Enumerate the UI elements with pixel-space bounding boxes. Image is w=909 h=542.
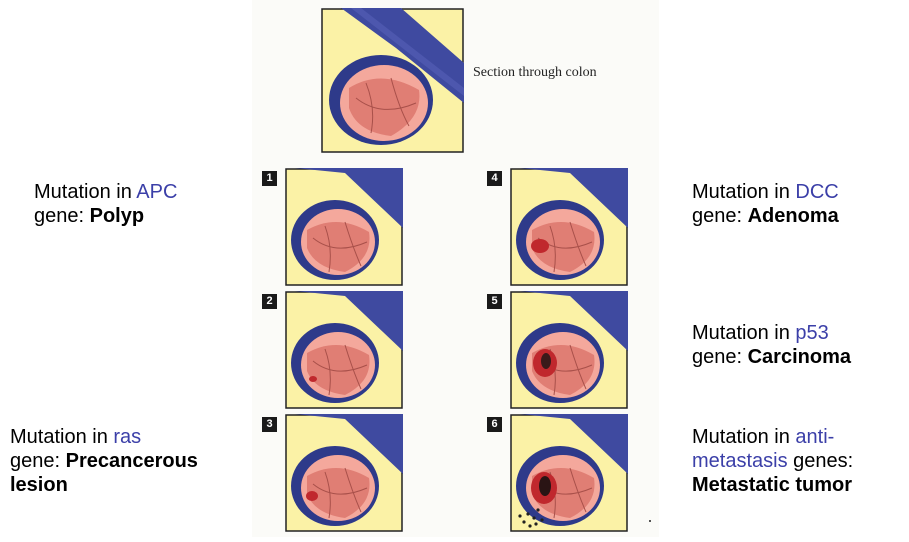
section-caption: Section through colon — [473, 65, 597, 81]
label-step-6: Mutation in anti- metastasis genes: Meta… — [692, 425, 853, 497]
label-mid: gene: — [692, 346, 748, 368]
stage-name: Carcinoma — [748, 346, 851, 368]
gene-name: p53 — [795, 322, 828, 344]
gene-name: DCC — [795, 181, 838, 203]
label-step-1: Mutation in APC gene: Polyp — [34, 180, 177, 228]
gene-name-cont: metastasis — [692, 450, 788, 472]
gene-name: APC — [136, 181, 177, 203]
label-step-3: Mutation in ras gene: Precancerous lesio… — [10, 425, 198, 497]
label-step-5: Mutation in p53 gene: Carcinoma — [692, 321, 851, 369]
gene-name: ras — [113, 426, 141, 448]
panel-step-4 — [510, 168, 628, 286]
label-mid: gene: — [10, 450, 66, 472]
stage-name: Adenoma — [748, 205, 839, 227]
stage-name: Metastatic tumor — [692, 474, 852, 496]
label-prefix: Mutation in — [692, 181, 795, 203]
step-number: 4 — [487, 171, 502, 186]
panel-step-2 — [285, 291, 403, 409]
colon-section-panel — [321, 8, 464, 153]
stray-dot — [649, 520, 651, 522]
panel-step-6 — [510, 414, 628, 532]
label-prefix: Mutation in — [10, 426, 113, 448]
stage-name: Polyp — [90, 205, 144, 227]
panel-step-3 — [285, 414, 403, 532]
step-number: 1 — [262, 171, 277, 186]
step-number: 6 — [487, 417, 502, 432]
label-prefix: Mutation in — [34, 181, 136, 203]
label-step-4: Mutation in DCC gene: Adenoma — [692, 180, 839, 228]
label-mid: genes: — [788, 450, 854, 472]
label-mid: gene: — [692, 205, 748, 227]
step-number: 2 — [262, 294, 277, 309]
step-number: 5 — [487, 294, 502, 309]
panel-step-1 — [285, 168, 403, 286]
label-prefix: Mutation in — [692, 426, 795, 448]
stage-name: Precancerous — [66, 450, 198, 472]
label-mid: gene: — [34, 205, 90, 227]
label-prefix: Mutation in — [692, 322, 795, 344]
step-number: 3 — [262, 417, 277, 432]
gene-name: anti- — [795, 426, 834, 448]
stage-name-cont: lesion — [10, 474, 68, 496]
panel-step-5 — [510, 291, 628, 409]
